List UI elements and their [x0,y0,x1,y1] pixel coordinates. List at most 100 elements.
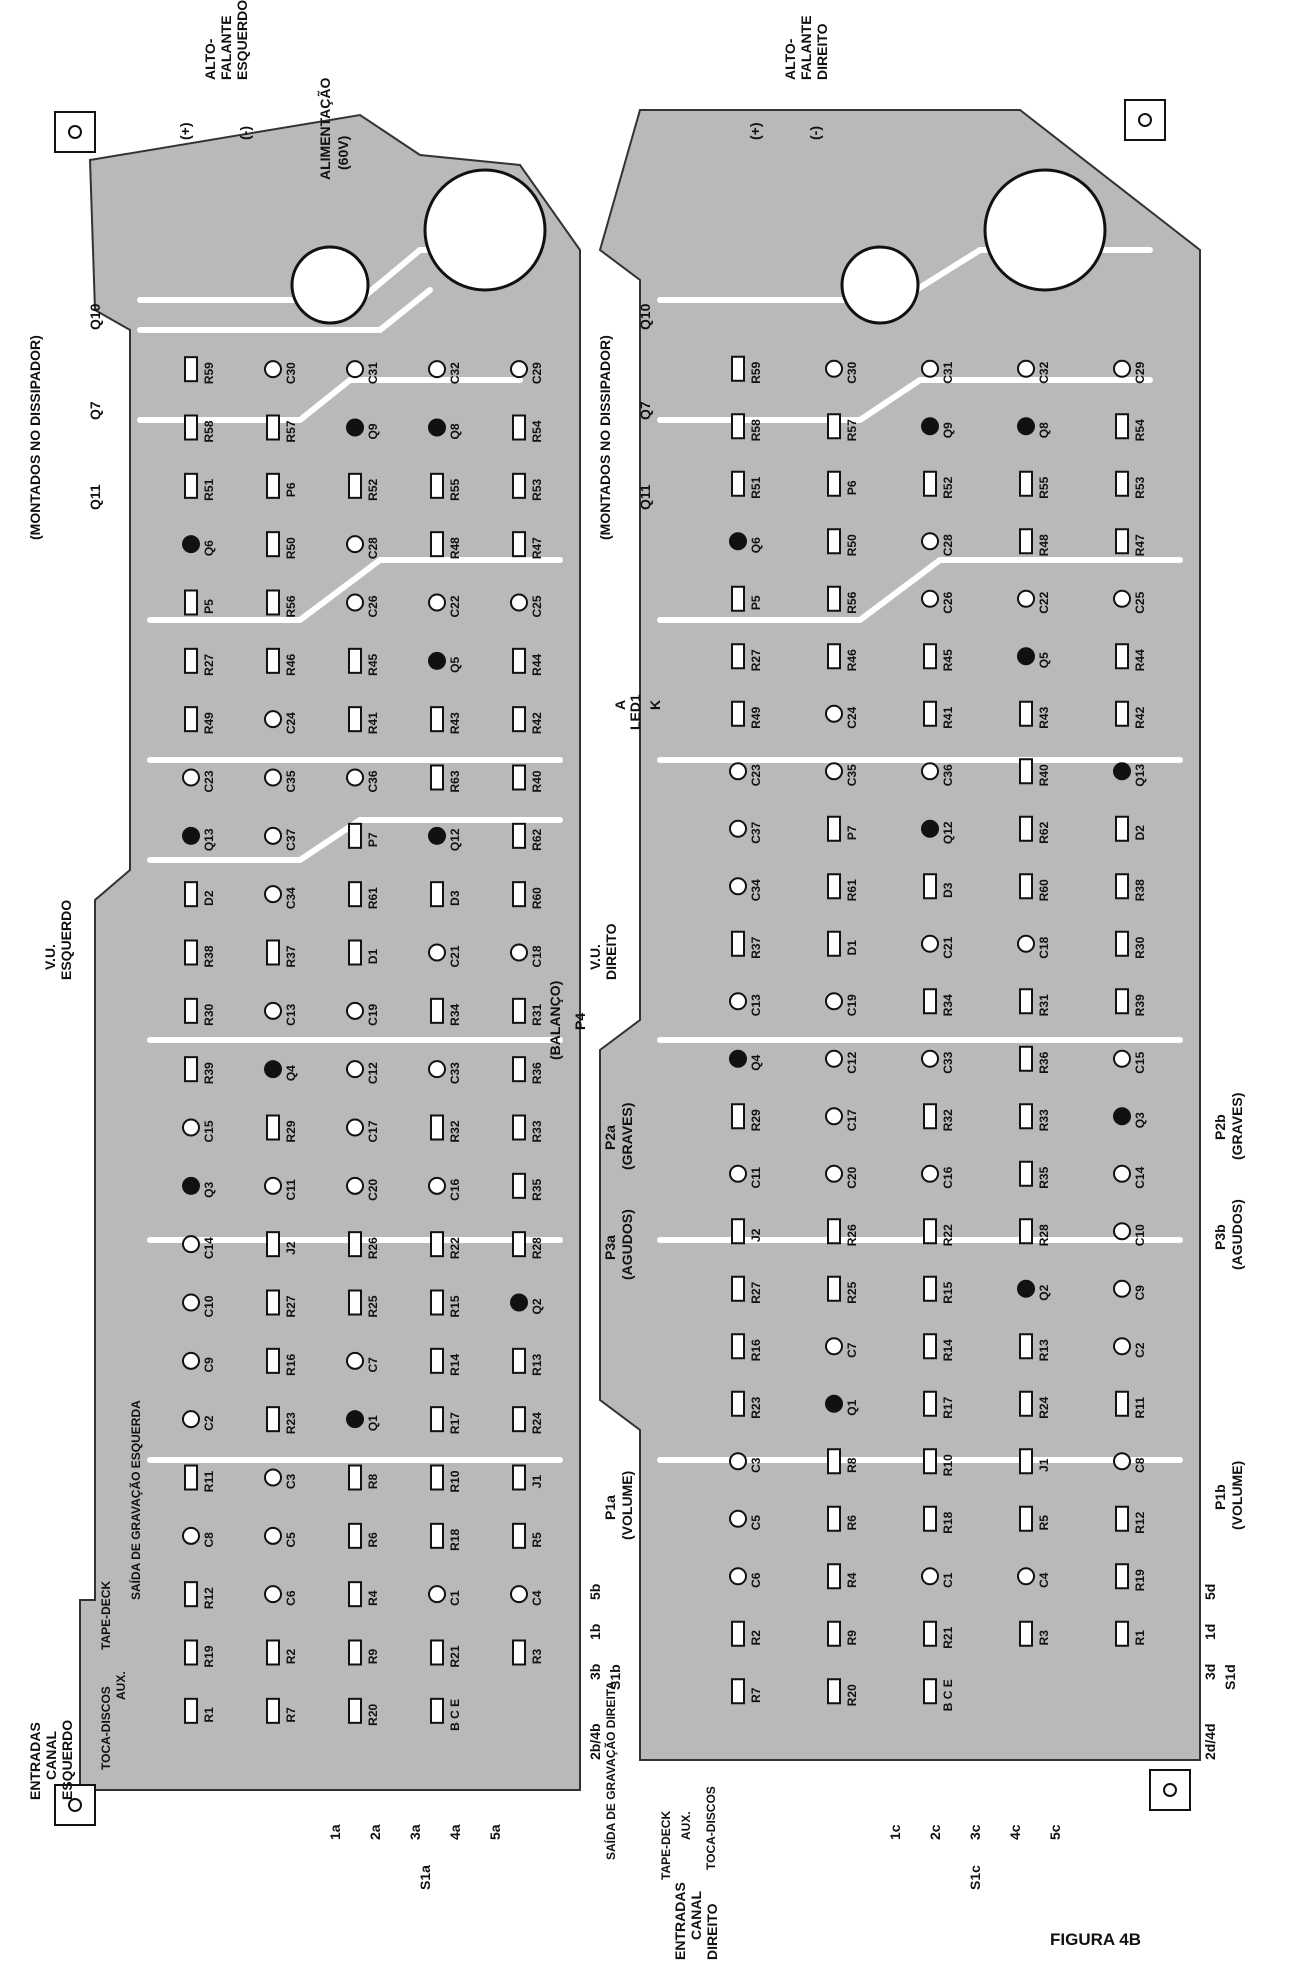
right-designator-j1: J1 [1037,1458,1051,1472]
left-designator-r7: R7 [284,1707,298,1723]
right-pad-r55 [1019,470,1033,497]
right-designator-r43: R43 [1037,706,1051,728]
right-pad-r21 [923,1620,937,1647]
left-designator-r38: R38 [202,945,216,967]
right-pad-r19 [1115,1563,1129,1590]
right-pot-labels: P1b (VOLUME) P3b (AGUDOS) P2b (GRAVES) [1212,1093,1245,1530]
right-designator-r58: R58 [749,419,763,441]
right-pad-c8 [1113,1452,1131,1471]
left-speaker-plus: (+) [177,123,193,141]
right-pad-r14 [923,1333,937,1360]
right-designator-d2: D2 [1133,825,1147,841]
left-speaker-minus: (-) [237,126,253,140]
left-pad-r37 [266,939,280,966]
right-designator-r10: R10 [941,1454,955,1476]
svg-text:2c: 2c [927,1824,943,1840]
left-designator-r31: R31 [530,1004,544,1026]
svg-text:SAÍDA DE GRAVAÇÃO ESQUERDA: SAÍDA DE GRAVAÇÃO ESQUERDA [128,1400,143,1600]
left-designator-r24: R24 [530,1412,544,1434]
right-designator-r5: R5 [1037,1515,1051,1531]
right-designator-p6: P6 [845,480,859,495]
left-pad-c36 [346,768,364,787]
svg-text:ALTO-: ALTO- [782,38,798,80]
right-pad-q12 [921,819,939,838]
left-designator-r8: R8 [366,1474,380,1490]
right-pad-r57 [827,413,841,440]
right-pad-c24 [825,704,843,723]
left-designator-r41: R41 [366,712,380,734]
left-designator-c23: C23 [202,770,216,792]
right-designator-c32: C32 [1037,361,1051,383]
svg-text:P4: P4 [572,1013,588,1030]
right-designator-c1: C1 [941,1572,955,1588]
left-vu-label: V.U. ESQUERDO [42,900,74,980]
right-pad-r15 [923,1275,937,1302]
left-pad-r14 [430,1347,444,1374]
balance-label: P4 (BALANÇO) [547,981,588,1060]
right-designator-c31: C31 [941,361,955,383]
left-designator-r29: R29 [284,1120,298,1142]
left-designator-r60: R60 [530,887,544,909]
right-designator-c30: C30 [845,361,859,383]
left-pad-c19 [346,1001,364,1020]
right-pad-r29 [731,1103,745,1130]
right-speaker-label: ALTO- FALANTE DIREITO [782,15,830,80]
left-designator-r54: R54 [530,420,544,442]
right-pad-r44 [1115,643,1129,670]
right-pad-r17 [923,1390,937,1417]
right-designator-r27: R27 [749,649,763,671]
right-pad-d2 [1115,815,1129,842]
left-designator-r43: R43 [448,712,462,734]
left-side-terminals: 2b/4b 3b 1b 5b S1b [587,1584,623,1760]
left-pad-r27 [184,647,198,674]
right-designator-c36: C36 [941,764,955,786]
right-designator-r35: R35 [1037,1166,1051,1188]
left-designator-r3: R3 [530,1649,544,1665]
right-pad-r30 [1115,930,1129,957]
left-pad-q6 [182,535,200,554]
left-designator-r32: R32 [448,1120,462,1142]
right-pad-r10 [923,1448,937,1475]
right-designator-q6: Q6 [749,537,763,553]
right-designator-c2: C2 [1133,1342,1147,1358]
left-designator-q4: Q4 [284,1065,298,1081]
right-pad-r43 [1019,700,1033,727]
left-pad-c24 [264,710,282,729]
left-designator-j1: J1 [530,1475,544,1489]
right-designator-r12: R12 [1133,1511,1147,1533]
right-pad-q3 [1113,1107,1131,1126]
left-pad-r54 [512,414,526,441]
left-designator-r19: R19 [202,1645,216,1667]
svg-text:TOCA-DISCOS: TOCA-DISCOS [704,1786,718,1870]
right-designator-p5: P5 [749,595,763,610]
left-pad-c22 [428,593,446,612]
right-pad-c33 [921,1049,939,1068]
right-pad-r59 [731,355,745,382]
svg-text:S1d: S1d [1222,1664,1238,1690]
right-pad-r48 [1019,528,1033,555]
left-designator-r52: R52 [366,479,380,501]
left-designator-c29: C29 [530,362,544,384]
left-pad-r32 [430,1114,444,1141]
right-pad-r11 [1115,1390,1129,1417]
left-pad-r35 [512,1172,526,1199]
left-pad-r57 [266,414,280,441]
right-designator-r31: R31 [1037,994,1051,1016]
right-designator-r57: R57 [845,419,859,441]
right-designator-r25: R25 [845,1281,859,1303]
right-q7-label: Q7 [637,401,653,420]
right-designator-r61: R61 [845,879,859,901]
svg-text:P2b: P2b [1212,1114,1228,1140]
right-designator-c24: C24 [845,706,859,728]
right-heatsink-note: (MONTADOS NO DISSIPADOR) [597,335,613,540]
right-designator-c25: C25 [1133,591,1147,613]
right-pad-c7 [825,1337,843,1356]
left-q10-label: Q10 [87,303,103,330]
left-designator-q6: Q6 [202,540,216,556]
right-pad-c6 [729,1567,747,1586]
left-designator-d3: D3 [448,890,462,906]
left-heatsink-note: (MONTADOS NO DISSIPADOR) [27,335,43,540]
right-pad-c14 [1113,1164,1131,1183]
left-designator-c8: C8 [202,1532,216,1548]
left-pad-q5 [428,651,446,670]
